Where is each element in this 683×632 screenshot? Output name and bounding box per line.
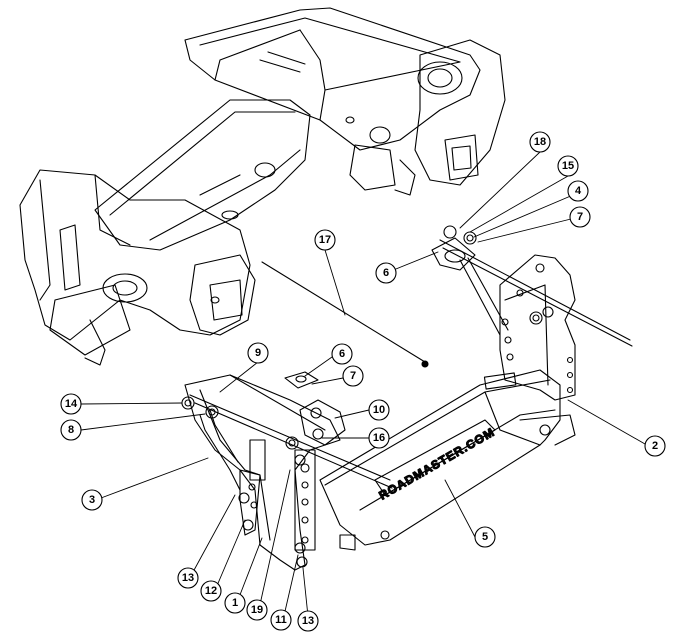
left-baseplate xyxy=(181,374,393,571)
logo-text: ROADMASTER.COM xyxy=(377,425,498,503)
callout-label: 7 xyxy=(577,211,583,223)
callout-label: 14 xyxy=(65,398,78,410)
callout-10: 10 xyxy=(368,399,390,421)
cable-17 xyxy=(261,261,429,368)
crossbar xyxy=(319,369,576,551)
callout-13-right: 13 xyxy=(297,610,319,632)
callout-6-center: 6 xyxy=(331,343,353,365)
right-baseplate xyxy=(431,225,633,401)
callout-9: 9 xyxy=(247,342,269,364)
callout-label: 12 xyxy=(205,585,217,597)
callout-4: 4 xyxy=(567,180,589,202)
callout-2: 2 xyxy=(644,435,666,457)
callout-label: 9 xyxy=(255,347,261,359)
spacer-parts xyxy=(284,371,319,389)
callout-label: 6 xyxy=(383,267,389,279)
callout-label: 1 xyxy=(232,597,238,609)
vehicle-frame xyxy=(19,7,506,366)
callout-label: 11 xyxy=(275,614,287,626)
callout-19: 19 xyxy=(246,599,268,621)
callout-label: 3 xyxy=(89,494,95,506)
callout-8: 8 xyxy=(60,419,82,441)
callout-label: 10 xyxy=(373,404,385,416)
callout-label: 2 xyxy=(652,440,658,452)
callout-label: 18 xyxy=(534,136,546,148)
callout-label: 6 xyxy=(339,348,345,360)
callout-label: 13 xyxy=(302,615,314,627)
callouts: 18 15 4 7 6 17 6 7 9 14 8 10 16 3 2 5 13… xyxy=(60,131,666,632)
callout-label: 19 xyxy=(251,604,263,616)
callout-label: 7 xyxy=(350,370,356,382)
callout-17: 17 xyxy=(314,229,336,251)
callout-1: 1 xyxy=(224,592,246,614)
callout-5: 5 xyxy=(474,526,496,548)
callout-label: 5 xyxy=(482,531,488,543)
callout-label: 8 xyxy=(68,424,74,436)
callout-label: 16 xyxy=(373,432,385,444)
callout-14: 14 xyxy=(60,393,82,415)
callout-11: 11 xyxy=(270,609,292,631)
callout-6: 6 xyxy=(375,262,397,284)
callout-7: 7 xyxy=(569,206,591,228)
callout-18: 18 xyxy=(529,131,551,153)
callout-16: 16 xyxy=(368,427,390,449)
callout-3: 3 xyxy=(81,489,103,511)
callout-label: 13 xyxy=(182,572,194,584)
callout-15: 15 xyxy=(557,155,579,177)
callout-label: 4 xyxy=(575,185,582,197)
callout-7-center: 7 xyxy=(342,365,364,387)
callout-label: 17 xyxy=(319,234,331,246)
callout-12: 12 xyxy=(200,580,222,602)
callout-label: 15 xyxy=(562,160,574,172)
callout-13-left: 13 xyxy=(177,567,199,589)
